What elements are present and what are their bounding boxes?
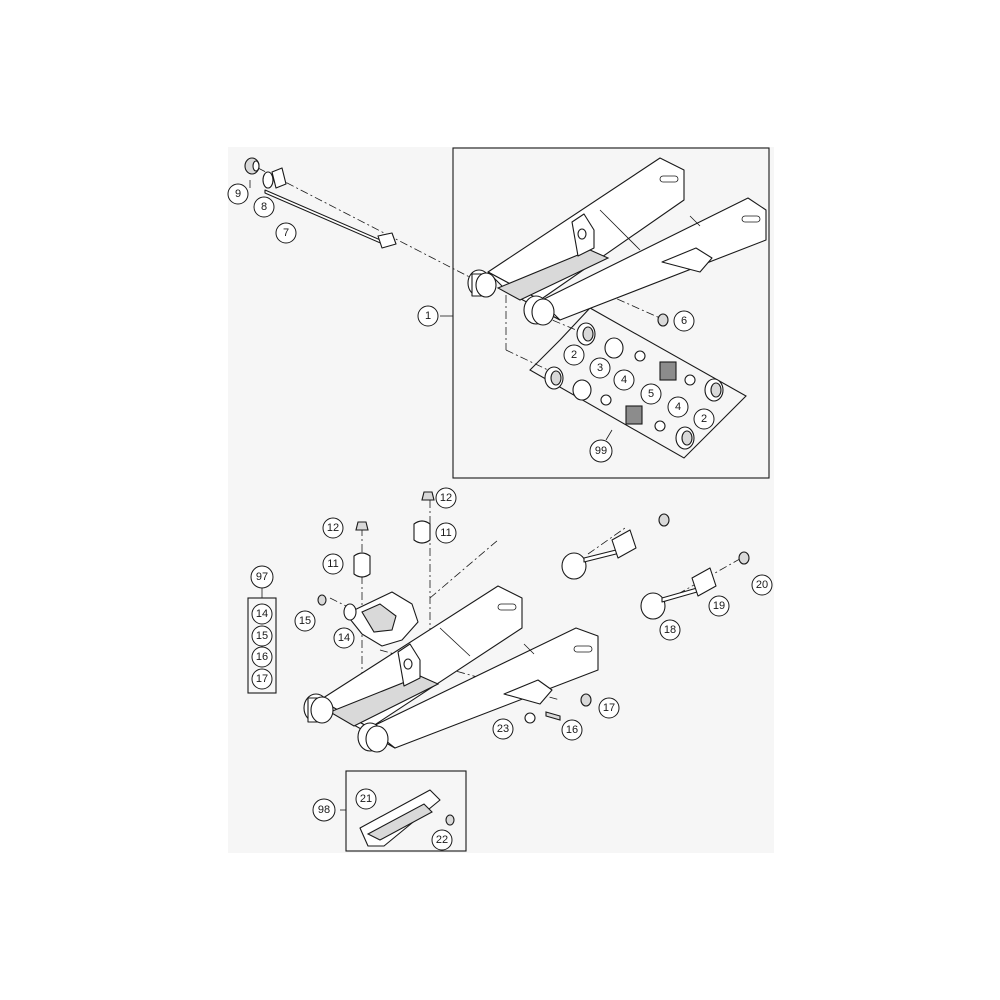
svg-text:1: 1 (425, 310, 431, 322)
callout-99[interactable]: 99 (589, 439, 613, 463)
chain-slider (359, 789, 455, 847)
callout-19[interactable]: 19 (708, 595, 730, 617)
svg-text:20: 20 (756, 579, 768, 591)
callout-5[interactable]: 5 (640, 383, 662, 405)
svg-text:7: 7 (283, 227, 289, 239)
svg-text:11: 11 (440, 527, 451, 539)
svg-text:12: 12 (327, 522, 339, 534)
callout-11a[interactable]: 11 (435, 522, 457, 544)
callout-9[interactable]: 9 (227, 183, 249, 205)
callout-14a[interactable]: 14 (251, 603, 273, 625)
callout-11b[interactable]: 11 (322, 553, 344, 575)
svg-text:6: 6 (681, 315, 687, 327)
svg-text:11: 11 (327, 558, 338, 570)
svg-text:16: 16 (256, 651, 268, 663)
callout-17b[interactable]: 17 (598, 697, 620, 719)
callout-2a[interactable]: 2 (563, 344, 585, 366)
callout-4a[interactable]: 4 (613, 369, 635, 391)
callout-7[interactable]: 7 (275, 222, 297, 244)
callout-4b[interactable]: 4 (667, 396, 689, 418)
svg-text:22: 22 (436, 834, 448, 846)
svg-text:21: 21 (360, 793, 372, 805)
svg-text:15: 15 (299, 615, 311, 627)
svg-text:12: 12 (440, 492, 452, 504)
svg-text:3: 3 (597, 362, 603, 374)
svg-text:98: 98 (318, 804, 330, 816)
callout-21[interactable]: 21 (355, 788, 377, 810)
callout-12b[interactable]: 12 (322, 517, 344, 539)
callout-12a[interactable]: 12 (435, 487, 457, 509)
chain-guide (343, 591, 419, 647)
callout-18[interactable]: 18 (659, 619, 681, 641)
swingarm-assembly-frame (452, 147, 770, 479)
callout-14b[interactable]: 14 (333, 627, 355, 649)
svg-text:17: 17 (603, 702, 615, 714)
callout-20[interactable]: 20 (751, 574, 773, 596)
callout-98[interactable]: 98 (312, 798, 336, 822)
callout-22[interactable]: 22 (431, 829, 453, 851)
grease-nipple (657, 313, 669, 327)
callout-16b[interactable]: 16 (561, 719, 583, 741)
svg-text:2: 2 (701, 413, 707, 425)
callout-16a[interactable]: 16 (251, 646, 273, 668)
callout-15a[interactable]: 15 (251, 625, 273, 647)
guide-clamps (317, 491, 435, 606)
callout-1[interactable]: 1 (417, 305, 439, 327)
svg-text:5: 5 (648, 388, 654, 400)
svg-text:15: 15 (256, 630, 268, 642)
svg-text:14: 14 (256, 608, 268, 620)
svg-text:16: 16 (566, 724, 578, 736)
svg-text:9: 9 (235, 188, 241, 200)
kit-98-frame (345, 770, 467, 852)
svg-text:8: 8 (261, 201, 267, 213)
svg-text:4: 4 (675, 401, 681, 413)
svg-text:14: 14 (338, 632, 350, 644)
swingarm-top (467, 157, 767, 326)
callout-23[interactable]: 23 (492, 718, 514, 740)
pivot-shaft (262, 171, 397, 249)
bearing-kit-parts (544, 322, 724, 450)
pivot-plate (271, 167, 287, 189)
svg-text:23: 23 (497, 723, 509, 735)
swingarm-bottom (303, 585, 599, 753)
svg-text:99: 99 (595, 445, 607, 457)
svg-text:97: 97 (256, 571, 268, 583)
svg-text:18: 18 (664, 624, 676, 636)
lower-fasteners (524, 693, 592, 724)
svg-text:2: 2 (571, 349, 577, 361)
callout-6[interactable]: 6 (673, 310, 695, 332)
callout-8[interactable]: 8 (253, 196, 275, 218)
svg-text:4: 4 (621, 374, 627, 386)
callout-97[interactable]: 97 (250, 565, 274, 589)
chain-adjusters (561, 513, 750, 620)
pivot-nut (244, 157, 260, 175)
callout-15b[interactable]: 15 (294, 610, 316, 632)
callout-3[interactable]: 3 (589, 357, 611, 379)
callout-2b[interactable]: 2 (693, 408, 715, 430)
svg-text:19: 19 (713, 600, 725, 612)
svg-text:17: 17 (256, 673, 268, 685)
callout-17a[interactable]: 17 (251, 668, 273, 690)
